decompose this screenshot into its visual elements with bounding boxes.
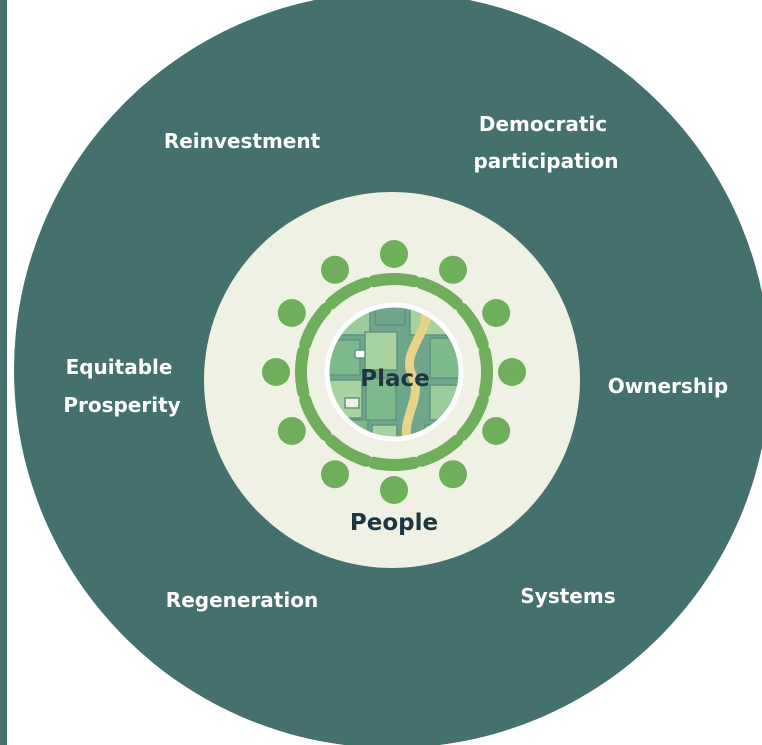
label-systems: Systems: [520, 584, 615, 608]
person-body: [367, 273, 421, 288]
label-regeneration: Regeneration: [166, 588, 318, 612]
label-people: People: [350, 510, 438, 536]
person-body: [325, 277, 373, 310]
person-body: [478, 345, 493, 399]
person-body: [325, 434, 373, 467]
person-body: [367, 456, 421, 471]
person-head: [321, 460, 349, 489]
people-ring-icon: [262, 240, 526, 504]
label-democratic-line1: Democratic: [479, 112, 607, 136]
left-accent-bar: [0, 0, 7, 745]
label-equitable-line1: Equitable: [66, 355, 173, 379]
person-head: [321, 255, 349, 284]
person-head: [277, 417, 306, 445]
person-head: [380, 240, 408, 268]
label-place: Place: [360, 366, 430, 392]
person-body: [299, 303, 332, 351]
label-equitable-line2: Prosperity: [63, 393, 180, 417]
label-ownership: Ownership: [608, 374, 728, 398]
person-body: [415, 434, 463, 467]
person-head: [498, 358, 526, 386]
person-body: [299, 393, 332, 441]
label-reinvestment: Reinvestment: [164, 129, 321, 153]
person-body: [456, 393, 489, 441]
person-body: [415, 277, 463, 310]
label-democratic-line2: participation: [473, 149, 618, 173]
person-body: [295, 345, 310, 399]
person-head: [277, 299, 306, 327]
person-head: [439, 255, 467, 284]
person-body: [456, 303, 489, 351]
map-icon: [320, 298, 468, 446]
person-head: [439, 460, 467, 489]
person-head: [380, 476, 408, 504]
person-head: [482, 417, 511, 445]
person-head: [262, 358, 290, 386]
person-head: [482, 299, 511, 327]
